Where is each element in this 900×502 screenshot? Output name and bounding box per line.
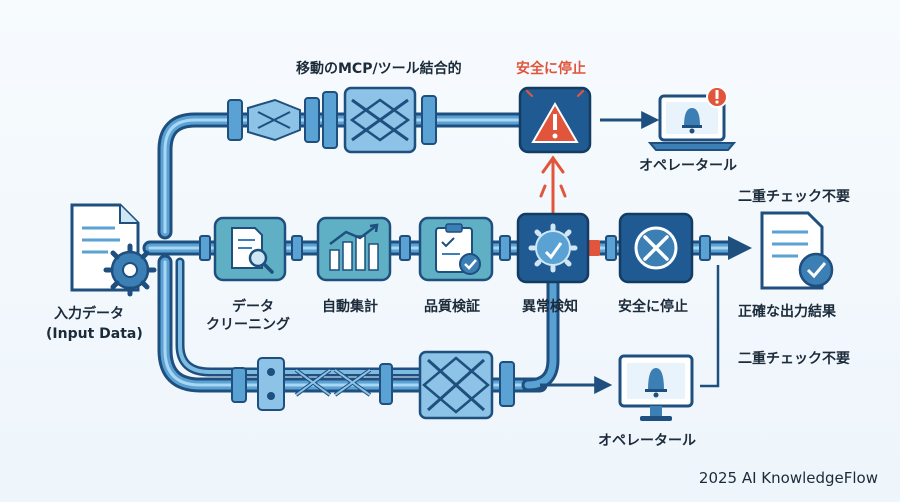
result-label: 正確な出力結果 <box>738 304 836 320</box>
alert-box <box>518 86 592 154</box>
bottom-operator-label: オペレータール <box>598 433 696 449</box>
x-circle-icon <box>634 226 678 270</box>
input-label-line2: (Input Data) <box>46 326 143 342</box>
step-anomaly-label: 異常検知 <box>522 299 578 315</box>
top-alert-label: 安全に停止 <box>516 61 586 77</box>
bracket-connector <box>700 265 720 388</box>
step-aggregate-label: 自動集計 <box>322 299 378 315</box>
gear-alert-icon <box>528 223 578 273</box>
document-magnifier-icon <box>231 227 274 274</box>
top-connector-assembly <box>227 86 437 154</box>
step-stop-node <box>618 212 694 284</box>
document-check-icon <box>760 211 834 290</box>
bottom-connector-assembly <box>231 350 515 420</box>
main-output-arrow <box>728 236 752 260</box>
clipboard-check-icon <box>435 223 481 275</box>
step-anomaly-node <box>516 212 590 284</box>
bar-chart-icon <box>329 223 379 271</box>
step-stop-label: 安全に停止 <box>618 299 688 315</box>
step-quality-node <box>418 216 494 282</box>
step-cleaning-label-2: クリーニング <box>206 317 290 333</box>
double-check-top-label: 二重チェック不要 <box>738 189 850 205</box>
footer-credit: 2025 AI KnowledgeFlow <box>698 468 878 487</box>
alert-connector <box>586 240 600 256</box>
top-operator-label: オペレータール <box>639 158 737 174</box>
input-label-line1: 入力データ <box>54 306 124 322</box>
top-branch-pipe <box>157 112 528 240</box>
document-gear-icon <box>70 203 157 297</box>
step-cleaning-node <box>213 216 287 282</box>
step-quality-label: 品質検証 <box>424 299 480 315</box>
top-route-label: 移動のMCP/ツール結合的 <box>296 61 462 77</box>
step-aggregate-node <box>316 216 392 282</box>
double-check-bottom-label: 二重チェック不要 <box>738 351 850 367</box>
monitor-bell-icon <box>618 354 694 421</box>
laptop-bell-icon <box>647 86 737 151</box>
arrows <box>539 111 752 394</box>
step-cleaning-label-1: データ <box>232 299 274 315</box>
escalation-arrow-icon <box>539 155 567 214</box>
